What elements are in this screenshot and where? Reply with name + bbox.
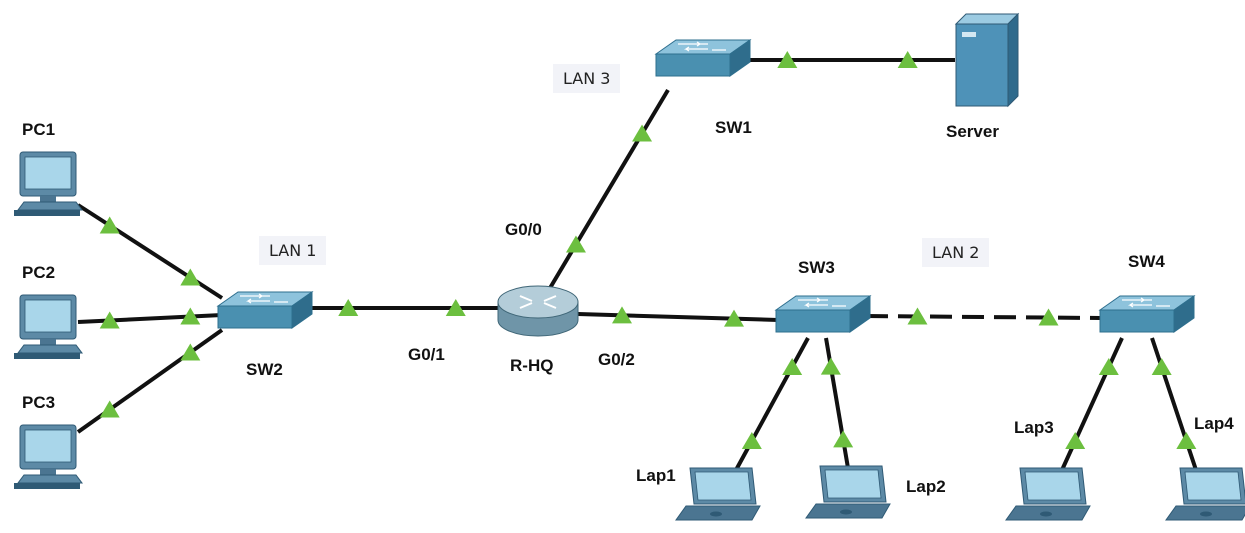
pc2-icon[interactable] bbox=[13, 294, 83, 360]
links-layer bbox=[76, 58, 1198, 471]
g01-label: G0/1 bbox=[408, 345, 445, 364]
link-router-sw1[interactable] bbox=[548, 88, 670, 290]
link-light-sw2-router-2 bbox=[445, 299, 466, 316]
link-light-pc3-sw2-2 bbox=[180, 343, 201, 361]
sw3-icon[interactable] bbox=[775, 295, 871, 333]
pc2-label: PC2 bbox=[22, 263, 56, 282]
link-light-pc1-sw2-1 bbox=[99, 216, 120, 234]
link-router-sw3[interactable] bbox=[577, 312, 779, 322]
router-label: R-HQ bbox=[510, 356, 554, 375]
sw2-label: SW2 bbox=[246, 360, 283, 379]
link-light-sw1-server-2 bbox=[897, 51, 918, 68]
link-light-sw3-lap2-1 bbox=[820, 357, 841, 375]
link-light-router-sw1-2 bbox=[632, 124, 653, 142]
g02-label: G0/2 bbox=[598, 350, 635, 369]
sw4-label: SW4 bbox=[1128, 252, 1165, 271]
link-light-sw1-server-1 bbox=[777, 51, 798, 68]
server-icon[interactable] bbox=[954, 12, 1020, 108]
link-light-sw4-lap4-1 bbox=[1151, 358, 1172, 376]
router-icon[interactable] bbox=[497, 285, 579, 337]
sw1-icon[interactable] bbox=[655, 39, 751, 77]
link-light-pc2-sw2-1 bbox=[99, 311, 120, 329]
link-light-sw3-sw4-2 bbox=[1038, 308, 1059, 326]
link-sw4-lap3[interactable] bbox=[1060, 337, 1124, 471]
lap1-icon[interactable] bbox=[675, 467, 761, 521]
lap4-label: Lap4 bbox=[1194, 414, 1234, 433]
link-pc1-sw2[interactable] bbox=[76, 203, 224, 300]
link-light-router-sw1-1 bbox=[565, 235, 586, 253]
lap2-label: Lap2 bbox=[906, 477, 946, 496]
link-light-pc3-sw2-1 bbox=[99, 400, 120, 418]
link-sw4-lap4[interactable] bbox=[1150, 337, 1198, 471]
lan1-label: LAN 1 bbox=[259, 236, 327, 265]
lap1-label: Lap1 bbox=[636, 466, 676, 485]
link-light-sw4-lap4-2 bbox=[1176, 431, 1197, 449]
link-pc3-sw2[interactable] bbox=[76, 328, 224, 434]
link-light-sw3-lap2-2 bbox=[833, 430, 854, 448]
lap3-icon[interactable] bbox=[1005, 467, 1091, 521]
pc1-label: PC1 bbox=[22, 120, 56, 139]
link-light-router-sw3-2 bbox=[724, 309, 744, 327]
lap3-label: Lap3 bbox=[1014, 418, 1054, 437]
link-light-sw3-lap1-1 bbox=[782, 358, 803, 376]
sw2-icon[interactable] bbox=[217, 291, 313, 329]
link-light-pc1-sw2-2 bbox=[180, 268, 201, 286]
sw1-label: SW1 bbox=[715, 118, 752, 137]
link-light-sw4-lap3-1 bbox=[1098, 358, 1119, 376]
link-light-sw3-lap1-2 bbox=[741, 431, 762, 449]
link-sw3-lap1[interactable] bbox=[734, 337, 810, 471]
server-label: Server bbox=[946, 122, 999, 141]
lan3-label: LAN 3 bbox=[553, 64, 621, 93]
lap4-icon[interactable] bbox=[1165, 467, 1245, 521]
pc3-label: PC3 bbox=[22, 393, 56, 412]
devices-layer bbox=[13, 12, 1245, 521]
link-sw3-lap2[interactable] bbox=[824, 337, 850, 469]
sw3-label: SW3 bbox=[798, 258, 835, 277]
lap2-icon[interactable] bbox=[805, 465, 891, 519]
link-light-router-sw3-1 bbox=[612, 306, 632, 324]
g00-label: G0/0 bbox=[505, 220, 542, 239]
link-pc2-sw2[interactable] bbox=[77, 313, 223, 324]
sw4-icon[interactable] bbox=[1099, 295, 1195, 333]
link-light-sw3-sw4-1 bbox=[907, 307, 928, 325]
lan2-label: LAN 2 bbox=[922, 238, 990, 267]
link-sw3-sw4[interactable] bbox=[865, 314, 1101, 320]
pc1-icon[interactable] bbox=[13, 151, 83, 217]
link-light-pc2-sw2-2 bbox=[180, 307, 201, 325]
pc3-icon[interactable] bbox=[13, 424, 83, 490]
link-light-sw4-lap3-2 bbox=[1065, 431, 1086, 449]
link-lights-layer bbox=[99, 51, 1197, 449]
link-light-sw2-router-1 bbox=[338, 299, 359, 316]
